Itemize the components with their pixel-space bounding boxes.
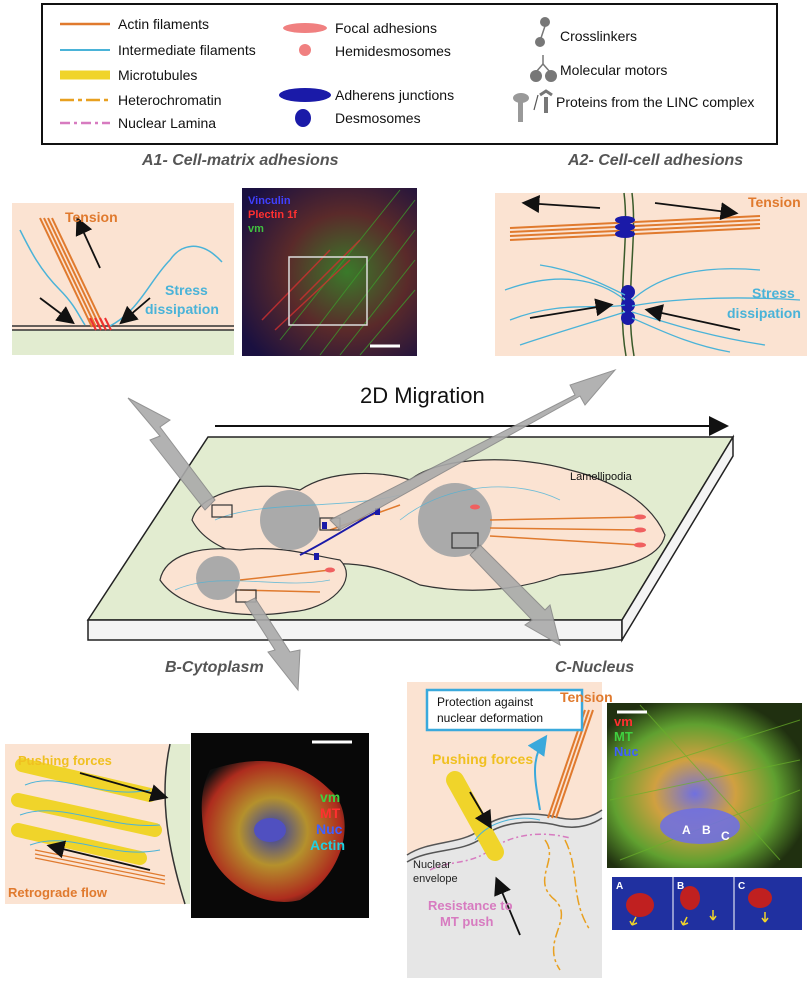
b-vm-label: vm	[320, 789, 340, 805]
c-vm-label: vm	[614, 714, 633, 729]
legend-box: Actin filaments Intermediate filaments M…	[41, 3, 778, 145]
legend-focal: Focal adhesions	[335, 20, 437, 36]
legend-crosslinkers: Crosslinkers	[560, 28, 637, 44]
legend-linc: Proteins from the LINC complex	[556, 94, 754, 110]
b-mt-label: MT	[320, 805, 341, 821]
a1-plectin-label: Plectin 1f	[248, 209, 297, 221]
c-protection-box	[425, 688, 584, 732]
panel-a2-schematic: Tension Stress dissipation	[495, 192, 807, 357]
adherens-swatch	[279, 88, 331, 102]
a2-tension-label: Tension	[748, 194, 801, 210]
c-point-b: B	[702, 823, 711, 837]
legend-adherens: Adherens junctions	[335, 87, 454, 103]
inset-c-label: C	[738, 881, 745, 892]
c-micrograph: vm MT Nuc A B C	[607, 703, 802, 868]
c-pushing-label: Pushing forces	[432, 751, 533, 767]
legend-heterochromatin: Heterochromatin	[118, 92, 222, 108]
a1-stress-label: Stress	[165, 282, 208, 298]
a1-title: A1- Cell-matrix adhesions	[141, 152, 339, 169]
inset-a-label: A	[616, 881, 623, 892]
panel-b-schematic: Pushing forces Retrograde flow	[5, 743, 190, 905]
b-title: B-Cytoplasm	[165, 659, 264, 676]
legend-microtubules: Microtubules	[118, 67, 197, 83]
b-pushing-label: Pushing forces	[18, 753, 112, 768]
c-protection-label-2: nuclear deformation	[437, 711, 543, 725]
a1-vm-label: vm	[248, 223, 264, 235]
a2-title: A2- Cell-cell adhesions	[567, 152, 743, 169]
a2-stress-label: Stress	[752, 285, 795, 301]
c-point-a: A	[682, 823, 691, 837]
callout-arrows	[127, 368, 617, 692]
a1-tension-label: Tension	[65, 209, 118, 225]
panel-c-schematic: Protection against nuclear deformation T…	[406, 682, 613, 978]
c-tension-label: Tension	[560, 689, 613, 705]
inset-b-label: B	[677, 881, 684, 892]
b-actin-label: Actin	[310, 837, 345, 853]
desmosome-swatch	[295, 109, 311, 127]
b-micrograph: vm MT Nuc Actin	[191, 733, 369, 918]
a2-dissipation-label: dissipation	[727, 305, 801, 321]
c-title: C-Nucleus	[555, 659, 634, 676]
c-envelope-label-2: envelope	[413, 873, 458, 885]
c-insets: A B C	[612, 877, 802, 930]
legend-hemidesmosomes: Hemidesmosomes	[335, 43, 451, 59]
legend-desmosomes: Desmosomes	[335, 110, 421, 126]
a1-vinculin-label: Vinculin	[248, 195, 291, 207]
crosslinker-icon	[535, 17, 550, 47]
legend-intermediate: Intermediate filaments	[118, 42, 256, 58]
legend-lamina: Nuclear Lamina	[118, 115, 216, 131]
c-heterochromatin	[543, 839, 591, 971]
migration-label: 2D Migration	[360, 383, 485, 408]
c-mt-label: MT	[614, 729, 633, 744]
a1-dissipation-label: dissipation	[145, 301, 219, 317]
focal-adhesion-swatch	[283, 23, 327, 33]
c-nuc-label: Nuc	[614, 744, 639, 759]
a1-micrograph: Vinculin Plectin 1f vm	[242, 188, 417, 356]
a1-actin-bundle	[39, 217, 105, 328]
hemidesmosome-swatch	[299, 44, 311, 56]
b-nuc-label: Nuc	[316, 821, 343, 837]
legend-actin: Actin filaments	[118, 16, 209, 32]
molecular-motor-icon	[530, 55, 557, 82]
zoom-box-c	[451, 532, 479, 549]
c-protection-label-1: Protection against	[437, 695, 534, 709]
c-point-c: C	[721, 829, 730, 843]
cell-group: Lamellipodia	[159, 459, 666, 616]
c-resistance-label-1: Resistance to	[428, 898, 513, 913]
c-resistance-label-2: MT push	[440, 914, 493, 929]
panel-a1-schematic: Tension Stress dissipation	[12, 203, 234, 355]
legend-motors: Molecular motors	[560, 62, 667, 78]
lamellipodia-label: Lamellipodia	[570, 471, 633, 483]
b-retro-label: Retrograde flow	[8, 885, 108, 900]
c-envelope-label-1: Nuclear	[413, 859, 451, 871]
linc-protein-icon	[513, 89, 553, 122]
zoom-box-a1	[211, 504, 233, 518]
